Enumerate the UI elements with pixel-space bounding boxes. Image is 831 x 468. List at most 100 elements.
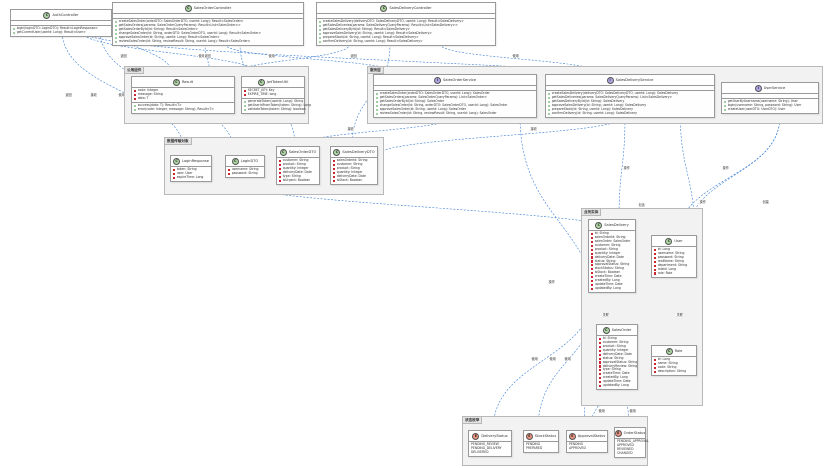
class-member: getSalesDeliveries(params: SalesDelivery… <box>319 23 493 28</box>
public-icon <box>548 112 551 115</box>
public-icon <box>319 36 322 39</box>
member-text: generateToken(userId: Long): String <box>247 99 304 103</box>
member-text: APPROVED <box>617 443 634 448</box>
attribute-section <box>546 85 714 90</box>
member-text: product: String <box>602 344 626 348</box>
private-icon <box>654 268 657 271</box>
class-member: approveSalesOrder(id: String, userId: Lo… <box>115 35 301 40</box>
class-member: approveSalesDelivery(id: String, userId:… <box>548 103 712 108</box>
public-icon <box>548 104 551 107</box>
member-text: error(code: Integer, message: String): R… <box>137 106 214 111</box>
public-icon <box>319 40 322 43</box>
member-text: user: User <box>176 171 193 176</box>
private-icon <box>654 370 657 373</box>
class-member: EXPIRE_TIME: long <box>244 92 302 97</box>
member-text: department: String <box>657 262 688 267</box>
public-icon <box>115 36 118 39</box>
class-member: status: String <box>591 258 633 264</box>
member-text: quantity: Integer <box>336 169 363 174</box>
package-label: 服务层 <box>368 67 384 74</box>
class-stereotype-icon: C <box>173 157 181 165</box>
class-member: updateTime: Date <box>599 379 635 384</box>
private-icon <box>591 248 594 251</box>
member-text: SECRET_KEY: Key <box>247 88 275 93</box>
member-text: login(loginDTO: LoginDTO): Result<LoginR… <box>16 26 98 31</box>
member-text: createdBy: Long <box>602 375 628 380</box>
class-member: APPROVED <box>617 443 643 448</box>
class-member: DELIVERED <box>471 450 509 455</box>
private-icon <box>654 260 657 263</box>
class-member: deliveryDate: Date <box>333 174 375 179</box>
edge-label: 关联 <box>676 313 684 317</box>
public-icon <box>13 28 16 31</box>
class-member: type: String <box>599 368 635 372</box>
class-member: getCurrentUser(userId: Long): Result<Use… <box>13 30 109 35</box>
member-text: username: String <box>231 167 259 172</box>
enum-stereotype-icon: E <box>614 429 622 437</box>
edge-label: 使用 <box>531 357 539 361</box>
private-icon <box>134 97 137 101</box>
public-icon <box>13 31 16 35</box>
member-text: isUrgent: Boolean <box>282 177 311 182</box>
member-text: getUserByUsername(username: String): Use… <box>727 99 798 104</box>
private-icon <box>279 179 282 182</box>
class-member: getSalesOrders(params: SalesOrderQueryPa… <box>115 23 301 28</box>
edge-label: 接收 <box>347 127 355 131</box>
class-member: createSalesDelivery(deliveryDTO: SalesDe… <box>548 91 712 96</box>
member-text: deliveryDate: Date <box>282 169 312 174</box>
class-member: getSalesDeliveries(params: SalesDelivery… <box>548 95 712 100</box>
enum-stereotype-icon: E <box>568 432 576 440</box>
class-name: SalesDeliveryService <box>615 78 654 83</box>
public-icon <box>115 21 118 24</box>
private-icon <box>654 252 657 256</box>
class-member: data: T <box>134 96 232 101</box>
class-member: prepareStock(id: String, userId: Long): … <box>548 107 712 112</box>
private-icon <box>599 373 602 376</box>
member-text: success(data: T): Result<T> <box>137 102 182 107</box>
member-text: approveSalesOrder(id: String, userId: Lo… <box>379 106 467 111</box>
member-text: createTime: Date <box>602 371 630 376</box>
class-member: getSalesOrderById(id: String): Result<Sa… <box>115 27 301 32</box>
member-text: PREPARED <box>526 446 543 451</box>
private-icon <box>654 366 657 370</box>
member-text: getUserIdFromToken(token: String): Long <box>247 102 311 107</box>
public-icon <box>376 104 379 107</box>
member-text: status: String <box>594 258 616 263</box>
interface-stereotype-icon: I <box>606 76 614 84</box>
class-name: DeliveryStatus <box>481 434 508 439</box>
edge-label: 操作 <box>699 200 707 204</box>
class-member: confirmDelivery(id: String, userId: Long… <box>548 111 712 116</box>
public-icon <box>724 108 727 112</box>
attribute-section <box>374 85 536 90</box>
public-icon <box>724 104 727 108</box>
private-icon <box>279 160 282 163</box>
attribute-section <box>317 13 495 18</box>
class-member: id: Long <box>654 247 694 252</box>
private-icon <box>244 90 247 93</box>
